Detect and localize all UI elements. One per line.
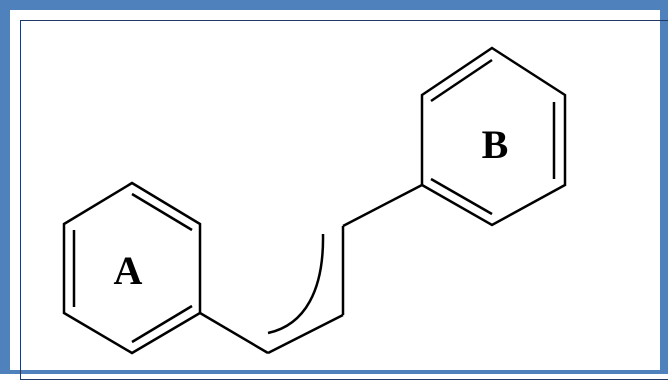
ring-b-double-bond-bottom (430, 177, 493, 216)
ring-a-double-bond-bottom (131, 304, 193, 344)
ring-a-double-bond-top (131, 192, 193, 232)
ring-a-hexagon (62, 181, 202, 355)
bond-ring-a-to-chain (199, 311, 269, 355)
bond-chain-to-ring-b (342, 183, 423, 228)
chain-bond-low (267, 313, 344, 355)
ring-a-label: A (114, 248, 143, 293)
ring-b-label: B (482, 122, 509, 167)
ring-b-hexagon (420, 46, 567, 227)
chain-double-bond-arc (267, 233, 325, 335)
ring-b-double-bond-top (430, 58, 493, 103)
